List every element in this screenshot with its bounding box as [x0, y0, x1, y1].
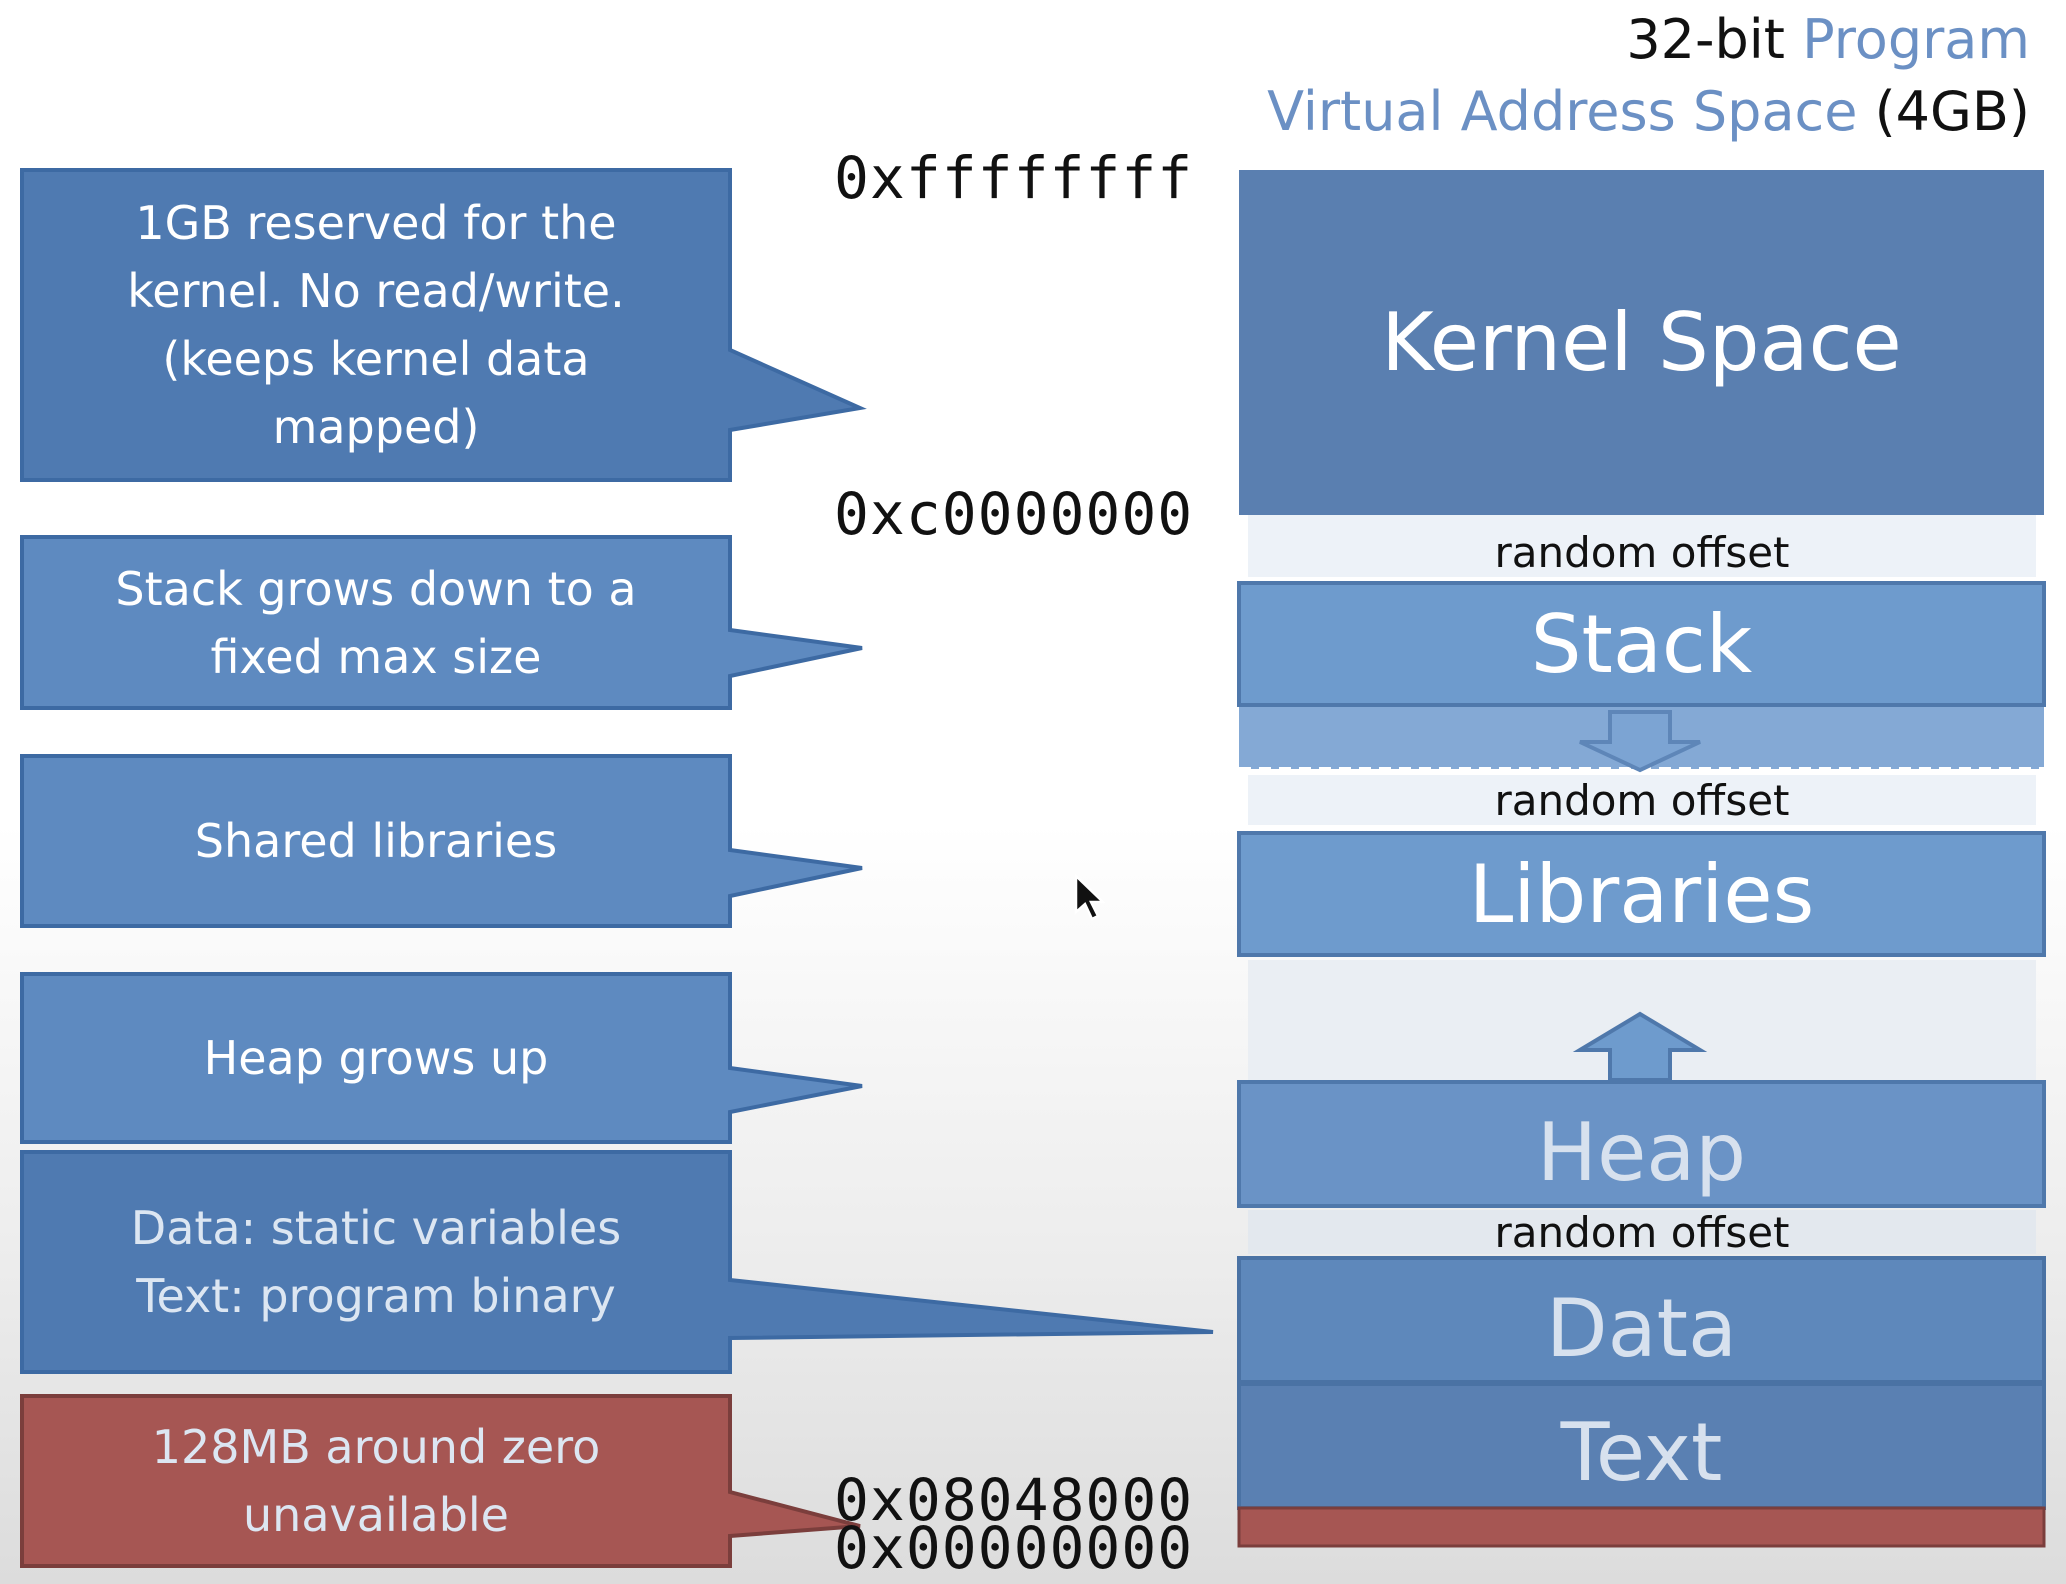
- kernel-space-block: [1239, 170, 2044, 515]
- diagram-title-line-2: Virtual Address Space (4GB): [1267, 80, 2030, 143]
- libraries-label: Libraries: [1239, 833, 2044, 955]
- callout-kernel-shape: [20, 168, 867, 482]
- callout-heap: Heap grows up: [203, 1031, 549, 1085]
- address-text-start: 0x08048000: [834, 1466, 1194, 1534]
- callout-null: 128MB around zero unavailable: [151, 1420, 601, 1542]
- random-offset-block-1: [1248, 515, 2036, 577]
- diagram-title-line-1: 32-bit Program: [1626, 8, 2030, 71]
- data-text: Data: [1545, 1281, 1737, 1375]
- text-segment-text: Text: [1560, 1405, 1723, 1499]
- stack-label: Stack: [1239, 583, 2044, 705]
- random-offset-label-3: random offset: [1494, 1207, 1790, 1257]
- callout-kernel: 1GB reserved for the kernel. No read/wri…: [127, 196, 625, 454]
- callout-libraries: Shared libraries: [194, 814, 558, 868]
- heap-text: Heap: [1536, 1105, 1747, 1199]
- random-offset-label-1: random offset: [1494, 527, 1790, 577]
- callout-null-shape: [20, 1394, 861, 1568]
- kernel-space-text: Kernel Space: [1381, 296, 1902, 389]
- callout-stack: Stack grows down to a fixed max size: [115, 561, 637, 684]
- random-offset-block-2: [1248, 775, 2036, 825]
- title-plain-text-2: (4GB): [1857, 80, 2030, 143]
- title-plain-text: 32-bit: [1626, 8, 1803, 71]
- stack-block: [1237, 581, 2046, 707]
- heap-label: Heap: [1239, 1090, 2044, 1214]
- kernel-space-label: Kernel Space: [1239, 170, 2044, 515]
- libraries-block: [1237, 831, 2046, 957]
- up-arrow-icon: [1572, 1011, 1708, 1082]
- text-label: Text: [1239, 1390, 2044, 1514]
- stack-text: Stack: [1530, 597, 1753, 691]
- mouse-cursor-icon: [1074, 874, 1107, 921]
- callout-data-text-shape: [20, 1150, 1214, 1374]
- data-label: Data: [1239, 1266, 2044, 1390]
- callout-libraries-shape: [20, 754, 863, 928]
- data-block: [1237, 1256, 2046, 1384]
- title-blue-text-2: Virtual Address Space: [1267, 80, 1858, 143]
- address-top: 0xffffffff: [834, 144, 1194, 212]
- random-offset-label-2: random offset: [1494, 775, 1790, 825]
- address-kernel-start: 0xc0000000: [834, 480, 1194, 548]
- libraries-text: Libraries: [1468, 847, 1815, 941]
- address-zero: 0x00000000: [834, 1514, 1194, 1582]
- reserved-zero-block: [1237, 1506, 2046, 1548]
- heap-block: [1237, 1080, 2046, 1208]
- down-arrow-icon: [1579, 710, 1701, 773]
- callout-stack-shape: [20, 535, 863, 710]
- title-blue-text: Program: [1802, 8, 2030, 71]
- callout-heap-shape: [20, 972, 863, 1144]
- random-offset-block-3: [1248, 1210, 2036, 1254]
- callout-data-text: Data: static variables Text: program bin…: [130, 1201, 622, 1323]
